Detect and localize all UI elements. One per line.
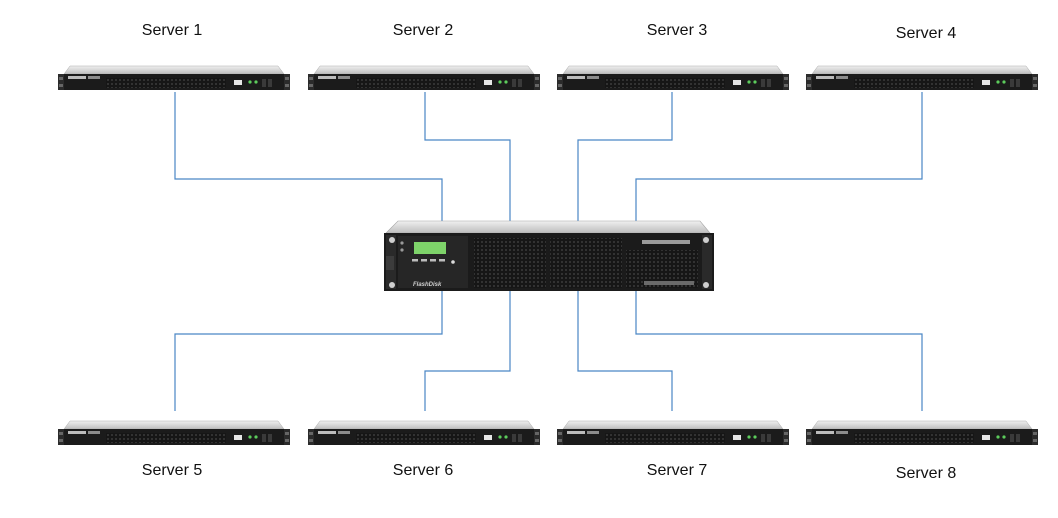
server-8-unit	[805, 420, 1039, 446]
front-vent-1	[474, 238, 546, 288]
server-7-unit	[556, 420, 790, 446]
link-server-5	[174, 290, 443, 411]
server-3-label: Server 3	[646, 22, 708, 39]
server-2-unit	[307, 65, 541, 91]
link-server-7	[577, 290, 673, 411]
front-vent-2	[550, 238, 622, 288]
server-5-label: Server 5	[141, 462, 203, 479]
link-server-8	[635, 290, 923, 411]
brand-label: FlashDisk	[413, 282, 442, 288]
link-server-4	[635, 92, 923, 222]
link-server-3	[577, 92, 673, 222]
server-1-label: Server 1	[141, 22, 203, 39]
server-4-unit	[805, 65, 1039, 91]
server-6-label: Server 6	[392, 462, 454, 479]
server-7-label: Server 7	[646, 462, 708, 479]
link-server-6	[424, 290, 511, 411]
connection-lines	[174, 92, 923, 411]
server-4-label: Server 4	[895, 25, 957, 42]
link-server-2	[424, 92, 511, 222]
server-3-unit	[556, 65, 790, 91]
server-6-unit	[307, 420, 541, 446]
server-2-label: Server 2	[392, 22, 454, 39]
server-8-label: Server 8	[895, 465, 957, 482]
server-1-unit	[57, 65, 291, 91]
flashdisk-storage-array: FlashDisk	[384, 220, 714, 291]
server-5-unit	[57, 420, 291, 446]
link-server-1	[174, 92, 443, 222]
lcd-display	[414, 242, 446, 254]
